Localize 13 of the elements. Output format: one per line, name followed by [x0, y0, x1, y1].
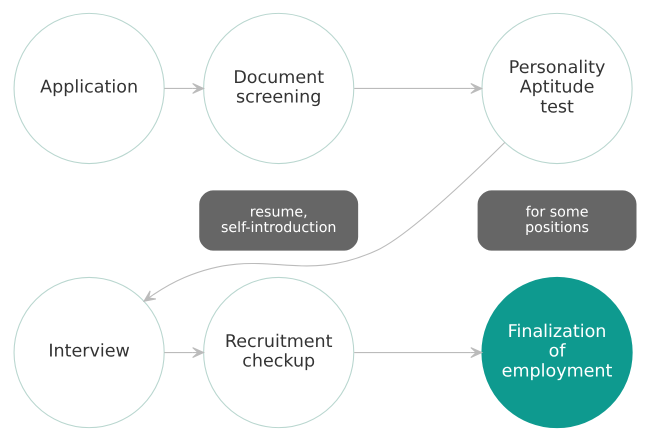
arrow: [164, 346, 204, 358]
node-box: resume, self-introduction: [199, 190, 358, 250]
arrow: [354, 82, 482, 94]
node-box: for some positions: [478, 190, 636, 250]
node-circle: Personality Aptitude test: [481, 12, 633, 164]
node-circle: Recruitment checkup: [203, 276, 354, 428]
node-circle: Document screening: [203, 12, 354, 164]
node-circle: Finalization of employment: [481, 276, 633, 428]
arrow: [354, 346, 482, 358]
node-circle: Application: [14, 12, 165, 164]
arrow: [164, 82, 204, 94]
arrow: [143, 142, 506, 302]
node-circle: Interview: [14, 276, 165, 428]
